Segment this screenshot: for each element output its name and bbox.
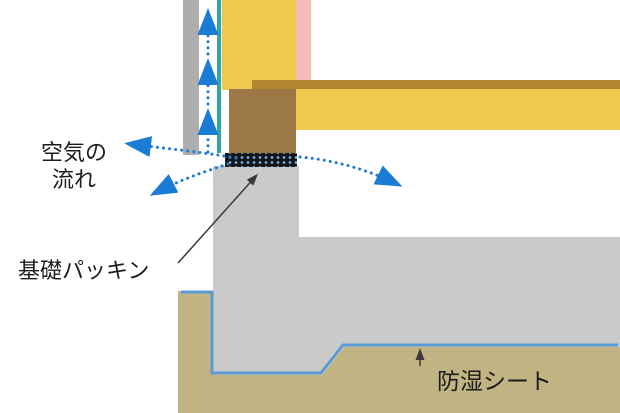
interior-insulation [296,0,311,82]
airflow-vent-arrows [124,136,403,196]
floor-beam [296,89,620,130]
packing-leader-line [177,173,259,264]
foundation-packing-label: 基礎パッキン [18,258,150,283]
wall-framing [222,0,296,90]
concrete-foundation [213,166,620,375]
airflow-label: 空気の 流れ [26,140,122,194]
airflow-label-line2: 流れ [51,166,96,192]
moisture-sheet-line [181,290,618,375]
airflow-left-down-arrow [149,162,230,196]
floor-board-top [252,80,620,89]
airflow-left-up-arrow [124,136,238,160]
moisture-sheet-label: 防湿シート [437,368,552,394]
airflow-right-arrow [298,155,403,187]
foundation-packing-strip [225,153,297,167]
airflow-label-line1: 空気の [40,140,107,165]
exterior-siding [183,0,199,155]
wood-sill [229,89,296,153]
soil-region [178,291,620,413]
wall-barrier-strip [217,0,221,153]
